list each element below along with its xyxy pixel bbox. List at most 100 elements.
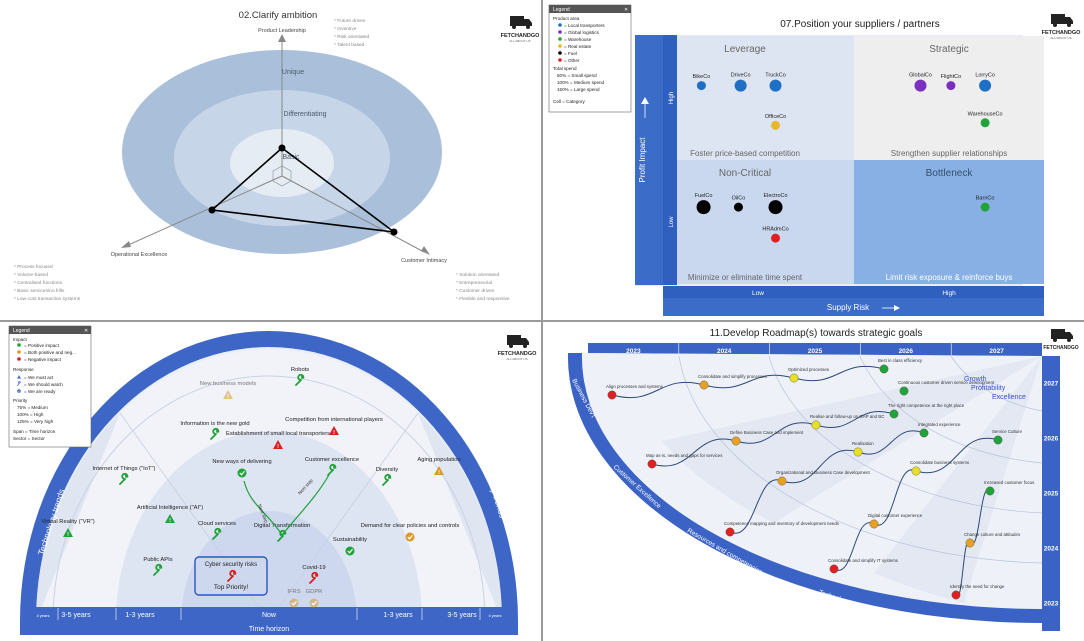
roadmap-step[interactable]: Identify the need for change [950,584,1005,600]
supplier-dot[interactable] [733,202,743,212]
step-label: Increased customer focus [984,480,1035,485]
step-dot[interactable] [853,447,863,457]
step-dot[interactable] [951,590,961,600]
step-dot[interactable] [899,386,909,396]
roadmap-step[interactable]: Optimized processes [788,367,830,383]
ambition-point [278,144,286,152]
logo-brand: FETCHANDGO [1043,345,1078,351]
roadmap-step[interactable]: Consolidate and simplify IT systems [828,558,899,574]
time-label: 4 years [36,613,49,618]
step-dot[interactable] [985,486,995,496]
trend-item[interactable]: Internet of Things ("IoT") [93,466,156,485]
step-dot[interactable] [829,564,839,574]
time-label: 3-5 years [61,612,91,619]
supplier-dot[interactable] [771,233,781,243]
trend-item[interactable]: New ways of delivering [212,459,272,478]
step-dot[interactable] [811,420,821,430]
trend-item[interactable]: Virtual Reality ("VR")! [41,519,94,538]
trend-item[interactable]: Cloud services [198,521,236,540]
step-dot[interactable] [911,466,921,476]
roadmap-step[interactable]: Digital customer experience [868,513,923,529]
supplier-point[interactable]: LorryCo [975,73,995,92]
trend-item[interactable]: Artificial Intelligence ("AI")! [137,505,203,524]
step-dot[interactable] [965,538,975,548]
supplier-dot[interactable] [771,120,781,130]
supplier-point[interactable]: BarnCo [976,196,995,212]
supplier-dot[interactable] [696,200,711,215]
trend-item[interactable]: Diversity [376,467,398,486]
supplier-dot[interactable] [980,118,990,128]
supplier-point[interactable]: OilCo [732,196,746,212]
trend-item[interactable]: Information is the new gold [180,421,250,440]
year-header: 2024 [717,348,732,355]
roadmap-step[interactable]: Service Culture [992,429,1023,445]
step-dot[interactable] [647,459,657,469]
trend-item[interactable]: Competition from international players! [285,417,383,436]
supplier-point[interactable]: GlobalCo [909,73,932,92]
trend-item[interactable]: Public APIs [143,557,173,576]
roadmap-step[interactable]: Organizational and Business Case develop… [776,470,871,486]
roadmap-step[interactable]: Define Business Case and implement [730,430,804,446]
step-dot[interactable] [789,373,799,383]
step-dot[interactable] [607,390,617,400]
trend-item[interactable]: New business models! [200,381,256,400]
supplier-point[interactable]: OfficeCo [765,114,786,130]
step-dot[interactable] [699,380,709,390]
supplier-point[interactable]: ElectroCo [763,193,788,215]
trend-item[interactable]: GDPR [306,589,323,608]
roadmap-step[interactable]: Consolidate and simplify processes [698,374,768,390]
supplier-point[interactable]: TruckCo [765,73,786,92]
trend-item[interactable]: Demand for clear policies and controls [361,523,460,542]
roadmap-step[interactable]: Best in class efficiency [878,358,923,374]
supplier-dot[interactable] [769,79,782,92]
supplier-point[interactable]: HRAdmCo [762,227,789,243]
trend-item[interactable]: Covid-19 [302,565,326,584]
roadmap-step[interactable]: Increased customer focus [984,480,1035,496]
roadmap-step[interactable]: Consolidate business systems [910,460,970,476]
step-dot[interactable] [869,519,879,529]
supplier-dot[interactable] [696,81,706,91]
callout-box[interactable] [194,556,268,596]
supplier-dot[interactable] [946,81,956,91]
trend-item[interactable]: Digital Transformation [254,523,310,542]
legend-close-icon[interactable]: ✕ [84,328,88,334]
supplier-point[interactable]: DriveCo [731,73,751,92]
roadmap-step[interactable]: Align processes and systems [606,384,664,400]
ambition-triangle [210,146,397,234]
trend-item[interactable]: Sustainability [333,537,367,556]
supplier-point[interactable]: BikeCo [693,74,711,91]
roadmap-step[interactable]: Integrated experience [918,422,961,438]
step-dot[interactable] [993,435,1003,445]
check-mark [407,534,413,540]
roadmap-step[interactable]: Realise and follow-up on GAP and BC [810,414,884,430]
legend-close-icon[interactable]: ✕ [624,7,628,13]
roadmap-step[interactable]: Realisation [852,441,874,457]
check-icon [309,598,319,608]
supplier-dot[interactable] [734,79,747,92]
note-text: * Volume-based [14,272,48,278]
roadmap-step[interactable]: The right competence at the right place [888,403,965,419]
step-dot[interactable] [879,364,889,374]
trend-item[interactable]: IFRS [287,589,301,608]
step-dot[interactable] [731,436,741,446]
supplier-dot[interactable] [768,200,783,215]
trend-item[interactable]: Establishment of small local transporter… [226,431,330,450]
supplier-dot[interactable] [980,202,990,212]
step-dot[interactable] [919,428,929,438]
step-dot[interactable] [889,409,899,419]
step-dot[interactable] [725,527,735,537]
supplier-point[interactable]: WarehouseCo [968,111,1003,128]
supplier-point[interactable]: FuelCo [695,193,713,215]
note-text: * Process focused [14,264,53,270]
step-dot[interactable] [777,476,787,486]
supplier-dot[interactable] [979,79,992,92]
supplier-dot[interactable] [914,79,927,92]
trend-item[interactable]: Aging population! [417,457,460,476]
roadmap-step[interactable]: Continuous customer driven service devel… [898,380,995,396]
legend-spend-item: 150% = Large spend [557,87,600,92]
roadmap-step[interactable]: Competence mapping and inventory of deve… [724,521,840,537]
supplier-point[interactable]: FlightCo [941,74,961,91]
roadmap-step[interactable]: Change culture and attitudes [964,532,1021,548]
roadmap-step[interactable]: Map as-is, needs and gaps for services [646,453,723,469]
trend-item[interactable]: Robots [291,367,309,386]
